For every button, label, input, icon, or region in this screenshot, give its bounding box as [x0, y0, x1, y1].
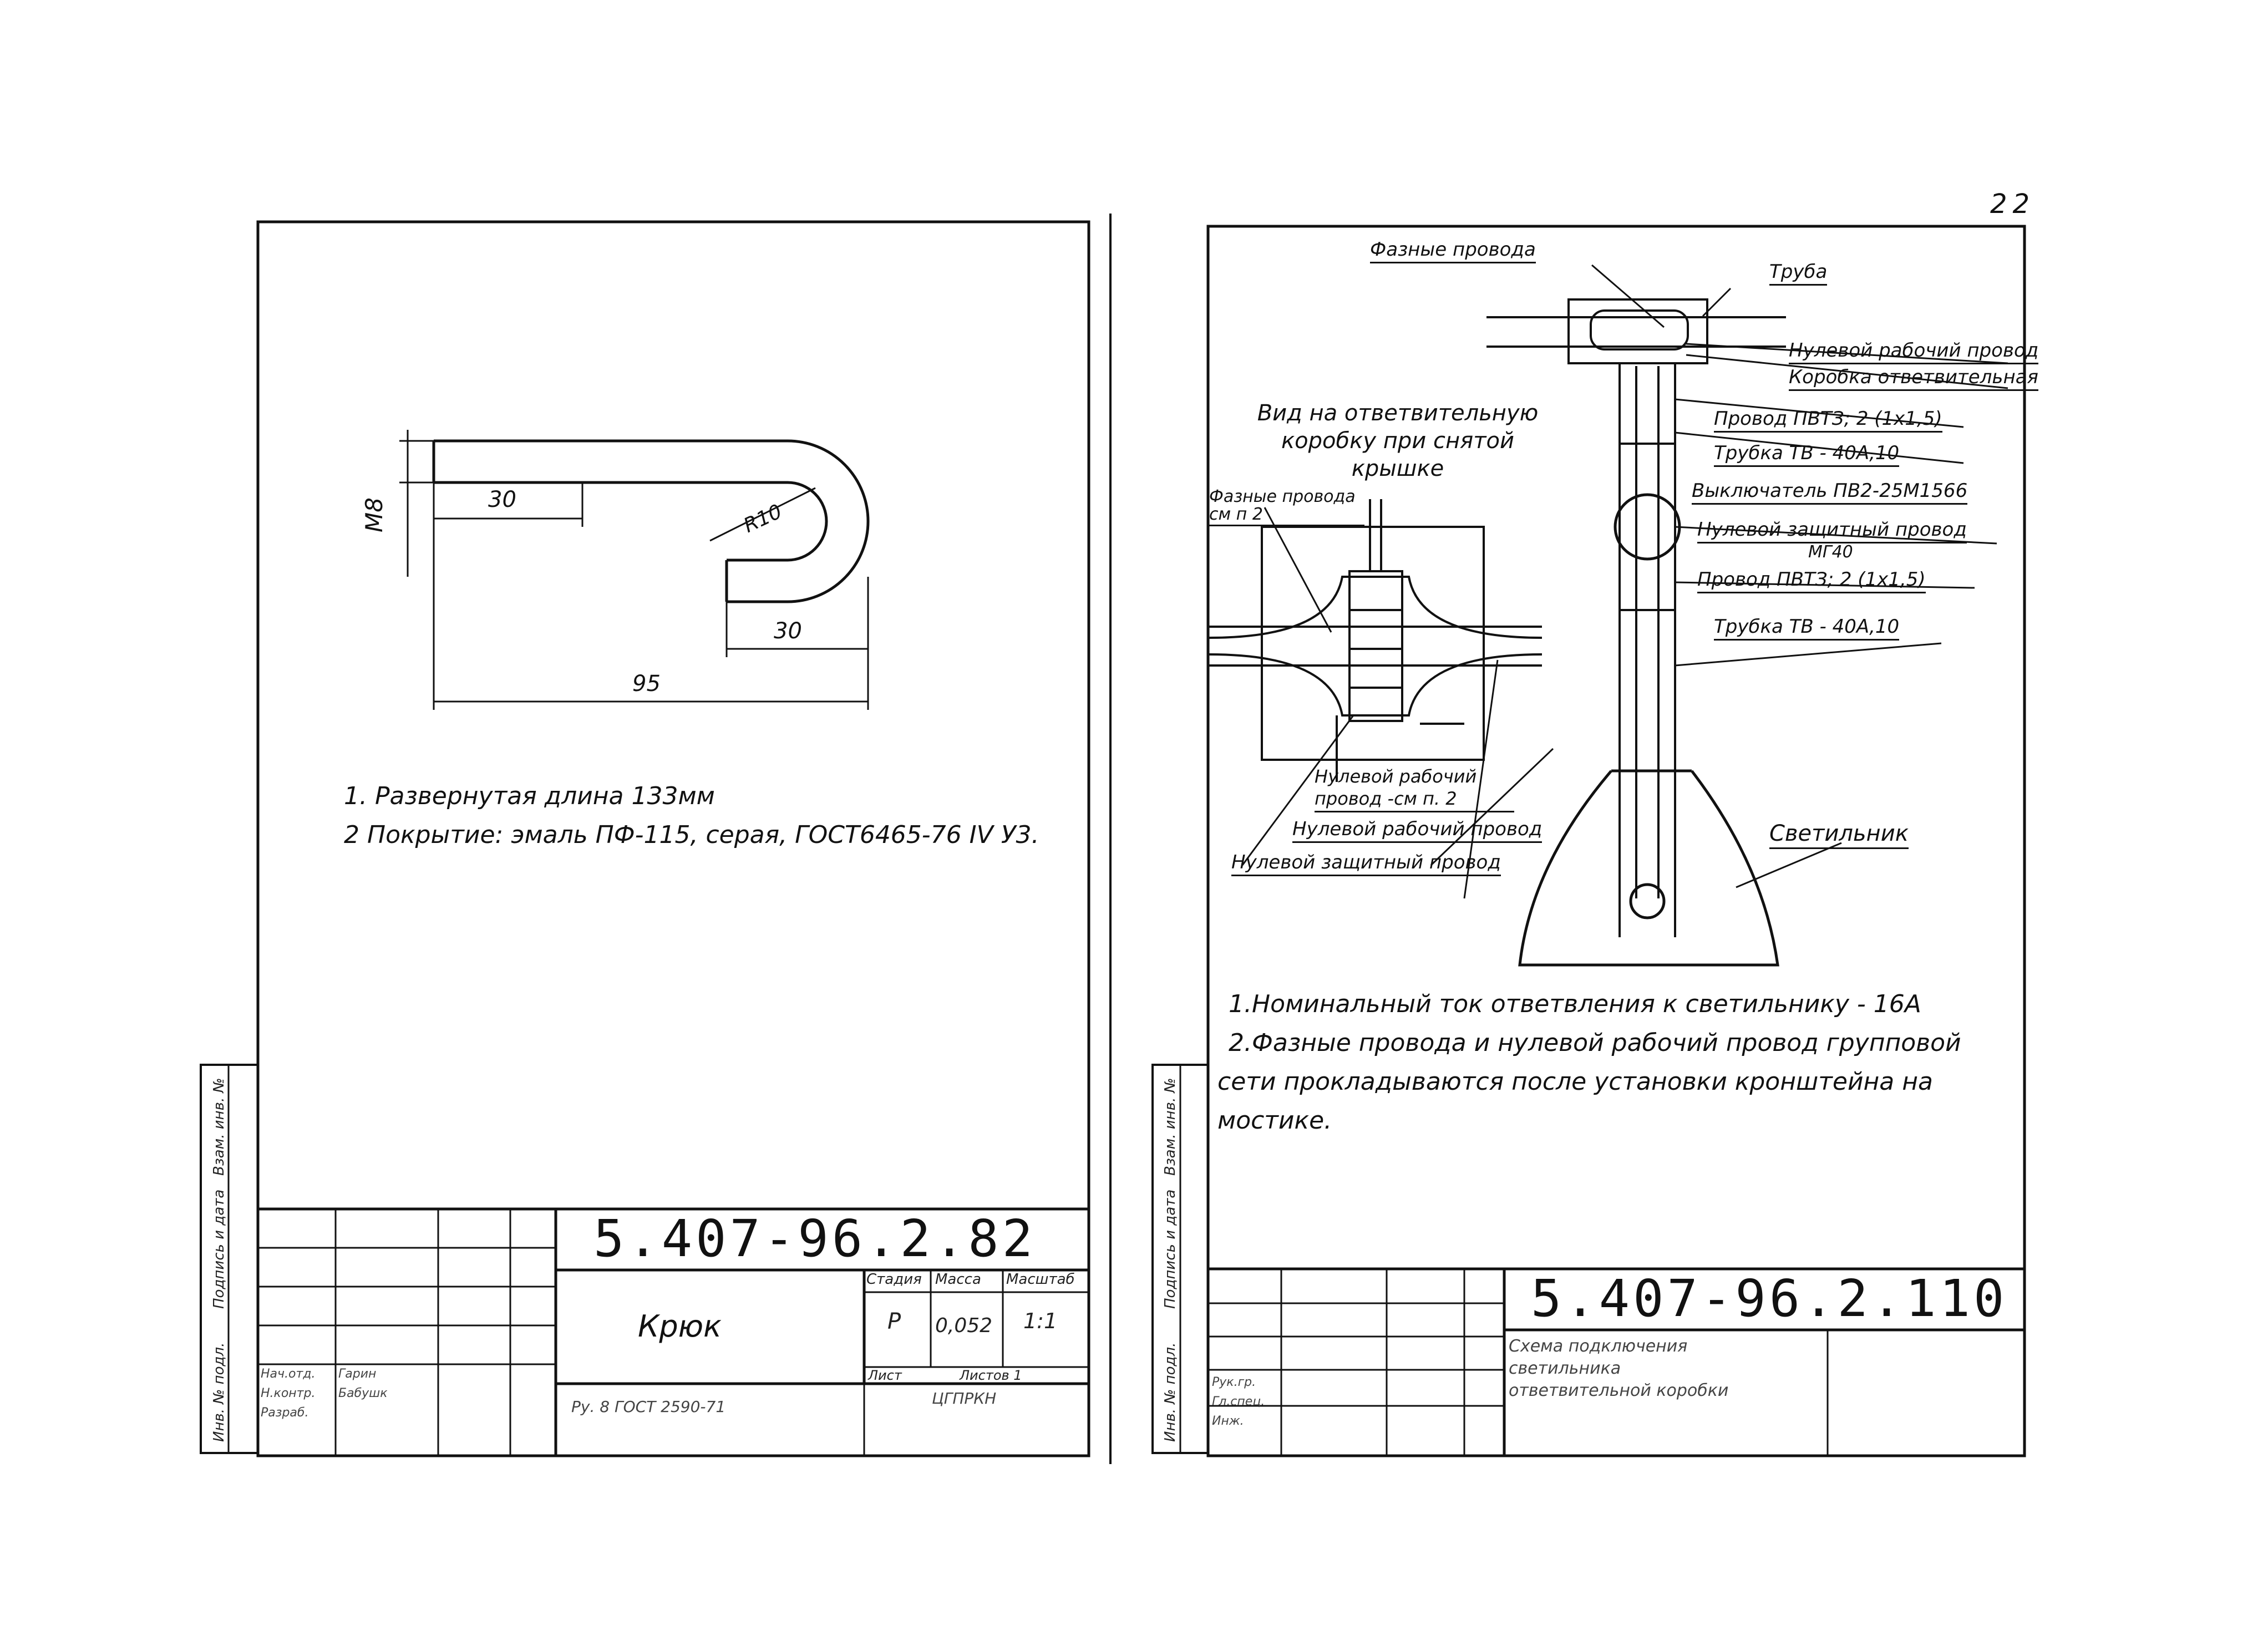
- dim-thread: M8: [361, 497, 388, 532]
- left-scale-header: Масштаб: [1006, 1271, 1075, 1288]
- right-side-col-3: Взам. инв. №: [1162, 1078, 1179, 1176]
- right-role-2: Гл.спец.: [1212, 1395, 1265, 1409]
- label-neutral-working: Нулевой рабочий провод: [1789, 339, 2039, 364]
- left-scale: 1:1: [1023, 1309, 1058, 1333]
- right-note-4: мостике.: [1217, 1106, 1332, 1135]
- left-note-2: 2 Покрытие: эмаль ПФ-115, серая, ГОСТ646…: [344, 821, 1039, 849]
- dim-straight-len: 30: [488, 487, 516, 512]
- pipe-graphic: [1486, 316, 1786, 348]
- left-doc-number: 5.407-96.2.82: [593, 1209, 1037, 1268]
- left-material: Ру. 8 ГОСТ 2590-71: [571, 1398, 726, 1416]
- right-title-block: [1206, 1267, 2026, 1457]
- left-title-block: [256, 1207, 1090, 1457]
- left-side-col-3: Взам. инв. №: [211, 1078, 227, 1176]
- page-number: 22: [1990, 189, 2036, 220]
- label-tube-2: Трубка ТВ - 40А,10: [1714, 616, 1900, 641]
- label-tube-1: Трубка ТВ - 40А,10: [1714, 442, 1900, 467]
- right-role-1: Рук.гр.: [1212, 1375, 1256, 1389]
- right-doc-number: 5.407-96.2.110: [1531, 1269, 2008, 1328]
- hook-shape: [432, 439, 870, 603]
- right-title-line-1: Схема подключения: [1509, 1337, 1688, 1356]
- left-role-3: Разраб.: [261, 1406, 309, 1420]
- label-pipe: Труба: [1769, 261, 1828, 286]
- label-luminaire: Светильник: [1769, 821, 1909, 849]
- label-neutral-protective-2: Нулевой защитный провод: [1231, 851, 1501, 876]
- luminaire-graphic: [1518, 769, 1779, 967]
- label-view-title: Вид на ответвительную коробку при снятой…: [1257, 400, 1539, 481]
- left-frame: [256, 220, 1090, 1211]
- left-role-2: Н.контр.: [261, 1386, 316, 1400]
- left-role-1: Нач.отд.: [261, 1367, 316, 1381]
- right-title-line-3: ответвительной коробки: [1509, 1381, 1729, 1400]
- right-side-col-1: Инв. № подл.: [1162, 1342, 1179, 1442]
- left-org: ЦГПРКН: [932, 1389, 997, 1408]
- left-side-col-2: Подпись и дата: [211, 1189, 227, 1309]
- label-neutral-protective: Нулевой защитный провод: [1697, 519, 1967, 543]
- label-phase-wires-ref: Фазные провода см п 2: [1209, 488, 1364, 526]
- dim-overall-len: 95: [632, 671, 661, 697]
- right-note-3: сети прокладываются после установки крон…: [1217, 1068, 1933, 1096]
- right-title-line-2: светильника: [1509, 1359, 1621, 1378]
- right-note-1: 1.Номинальный ток ответвления к светильн…: [1229, 990, 1921, 1018]
- switch-graphic: [1614, 493, 1681, 561]
- junction-box-graphic: [1567, 298, 1708, 364]
- left-sheets-label: Листов 1: [960, 1368, 1022, 1383]
- right-note-2: 2.Фазные провода и нулевой рабочий прово…: [1229, 1029, 1961, 1057]
- left-mass: 0,052: [935, 1314, 993, 1337]
- conduit-graphic: [1618, 363, 1676, 937]
- label-neutral-working-2: Нулевой рабочий провод: [1292, 818, 1543, 843]
- left-mass-header: Масса: [935, 1271, 981, 1288]
- label-junction-box: Коробка ответвительная: [1789, 366, 2038, 391]
- label-wire-pvtz-2: Провод ПВТЗ; 2 (1х1,5): [1697, 568, 1926, 593]
- label-mg: МГ40: [1808, 542, 1853, 562]
- left-side-col-1: Инв. № подл.: [211, 1342, 227, 1442]
- left-stage: Р: [887, 1309, 901, 1334]
- left-name-2: Бабушк: [338, 1386, 388, 1400]
- left-doc-title: Крюк: [638, 1309, 722, 1344]
- left-note-1: 1. Развернутая длина 133мм: [344, 782, 715, 810]
- right-side-col-2: Подпись и дата: [1162, 1189, 1179, 1309]
- dim-tail-len: 30: [774, 618, 802, 644]
- label-switch: Выключатель ПВ2-25М1566: [1692, 480, 1968, 505]
- label-neutral-working-ref: Нулевой рабочий провод -см п. 2: [1315, 765, 1514, 812]
- left-stage-header: Стадия: [866, 1271, 922, 1288]
- junction-detail-graphic: [1209, 499, 1543, 782]
- label-wire-pvtz-1: Провод ПВТЗ; 2 (1х1,5): [1714, 408, 1942, 433]
- left-sheet-label: Лист: [868, 1368, 902, 1383]
- right-role-3: Инж.: [1212, 1414, 1244, 1428]
- left-name-1: Гарин: [338, 1367, 377, 1381]
- label-phase-wires-top: Фазные провода: [1370, 238, 1536, 263]
